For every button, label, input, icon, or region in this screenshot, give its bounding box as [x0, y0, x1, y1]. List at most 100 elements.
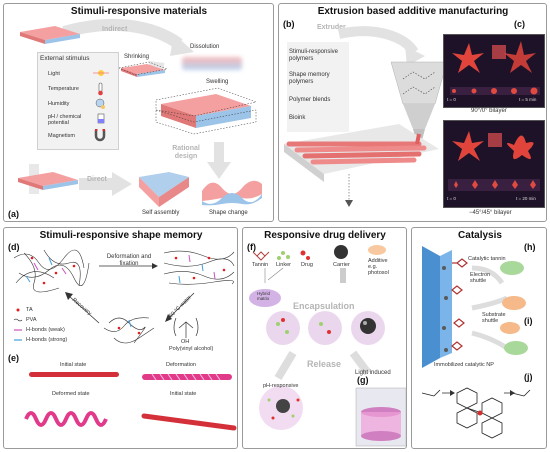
label-h: (h) — [524, 242, 536, 252]
material-shape-memory: Shape memory polymers — [289, 72, 330, 85]
label-c: (c) — [514, 19, 525, 29]
ph-icon — [97, 113, 105, 124]
legend-hbonds-strong: H-bonds (strong) — [26, 337, 68, 343]
extrusion-diagram — [284, 26, 448, 207]
shape-change-label: Shape change — [209, 210, 248, 216]
material-list-box — [287, 42, 349, 132]
material-polymer-blends: Polymer blends — [289, 97, 331, 103]
thermometer-icon — [98, 82, 103, 96]
shrinking-label: Shrinking — [124, 54, 150, 60]
substrate-shuttle-label: Substrate shuttle — [482, 312, 506, 325]
panel-title-drug-delivery: Responsive drug delivery — [264, 230, 386, 241]
panel-title-extrusion: Extrusion based additive manufacturing — [317, 6, 509, 17]
photo-bilayer-45-45: t = 0 t = 20 min — [443, 120, 545, 208]
release-label: Release — [307, 359, 342, 369]
ph-responsive-label: pH-responsive — [263, 383, 299, 389]
panel-title-shape-memory: Stimuli-responsive shape memory — [39, 230, 203, 241]
panel-extrusion: Extrusion based additive manufacturing (… — [278, 3, 547, 222]
panel-title-catalysis: Catalysis — [458, 230, 502, 241]
shape-change-shape — [202, 180, 262, 206]
deformed-state-label: Deformed state — [52, 391, 90, 397]
panel-drug-delivery: Responsive drug delivery (f) (g) — [242, 227, 407, 449]
direct-slab — [18, 172, 78, 190]
photo-bilayer-90-0: t = 0 t = 5 min — [443, 34, 545, 108]
panel-shape-memory: Stimuli-responsive shape memory (d) (e) — [3, 227, 238, 449]
strip-recovered — [141, 413, 237, 431]
indirect-label: Indirect — [102, 26, 128, 33]
external-stimulus-heading: External stimulus — [40, 55, 90, 62]
tannin-icon — [252, 251, 270, 261]
component-tannin: Tannin — [252, 262, 269, 268]
component-linker: Linker — [276, 262, 291, 268]
panel-catalysis: Catalysis (h) (i) (j) — [411, 227, 547, 449]
catalytic-tannin-label: Catalytic tannin — [468, 256, 506, 262]
component-carrier: Carrier — [333, 262, 350, 268]
label-e: (e) — [8, 353, 19, 363]
legend-hbonds-weak: H-bonds (weak) — [26, 327, 65, 333]
carrier-icon — [334, 245, 348, 259]
time-bottom-left: t = 0 — [447, 196, 456, 201]
stimulus-humidity: Humidity — [48, 101, 70, 107]
starfish-shape — [452, 41, 536, 73]
linker-icon — [277, 251, 290, 260]
bilayer-45-45-caption: −45°/45° bilayer — [469, 210, 512, 216]
light-induced-label: Light induced — [355, 370, 391, 376]
encapsulation-label: Encapsulation — [293, 301, 355, 311]
strip-deformation — [142, 373, 232, 381]
additive-icon — [368, 245, 386, 255]
self-assembly-shape — [139, 172, 189, 207]
material-stimuli-responsive: Stimuli-responsive polymers — [289, 49, 339, 62]
deformation-label: Deformation — [166, 362, 196, 368]
stimulus-icons — [93, 70, 109, 142]
time-top-left: t = 0 — [447, 97, 456, 102]
label-i: (i) — [524, 316, 533, 326]
drug-delivery-diagram — [249, 245, 407, 447]
stimulus-light: Light — [48, 71, 60, 77]
stimulus-ph: pH / chemical potential — [48, 114, 82, 127]
initial-state-label-2: Initial state — [170, 391, 197, 397]
humidity-icon — [95, 98, 105, 109]
bilayer-90-0-caption: 90°/0° bilayer — [471, 108, 507, 114]
polymer-name: Poly(vinyl alcohol) — [169, 346, 214, 352]
label-j: (j) — [524, 372, 533, 382]
drug-icon — [300, 250, 310, 260]
extruder-label: Extruder — [317, 24, 346, 31]
self-assembly-label: Self assembly — [142, 210, 180, 216]
label-a: (a) — [8, 209, 19, 219]
material-bioink: Bioink — [289, 115, 306, 121]
component-additive: Additive e.g. photosol — [368, 258, 389, 277]
strip-deformed-coil — [24, 411, 108, 427]
panel-stimuli-responsive-materials: Stimuli-responsive materials Indirect Di… — [3, 3, 274, 222]
magnet-icon — [94, 129, 106, 142]
rational-design-label: Rational design — [172, 145, 200, 160]
component-drug: Drug — [301, 262, 313, 268]
polymer-network-diagram — [13, 249, 235, 344]
external-stimulus-box — [37, 52, 119, 150]
hybrid-matrix-label: Hybrid matrix — [257, 291, 271, 301]
direct-label: Direct — [87, 176, 107, 183]
label-d: (d) — [8, 242, 20, 252]
swelling-label: Swelling — [206, 79, 229, 85]
stimulus-magnetism: Magnetism — [48, 133, 75, 139]
electron-shuttle-label: Electron shuttle — [470, 272, 491, 285]
strip-initial — [29, 372, 119, 377]
dissolution-blur — [182, 57, 242, 70]
swelling-slab — [155, 87, 257, 135]
initial-state-label-1: Initial state — [60, 362, 87, 368]
label-b: (b) — [283, 19, 295, 29]
label-f: (f) — [247, 242, 256, 252]
time-top-right: t = 5 min — [519, 97, 537, 102]
deformation-fixation-label: Deformation and fixation — [106, 254, 152, 267]
bilayer-slab — [20, 26, 80, 44]
shrinking-slab — [118, 61, 168, 77]
time-bottom-right: t = 20 min — [516, 196, 536, 201]
dissolution-label: Dissolution — [190, 44, 220, 50]
panel-title-stimuli: Stimuli-responsive materials — [70, 6, 208, 17]
legend-pva: PVA — [26, 317, 37, 323]
immobilized-np-label: Immobilized catalytic NP — [434, 362, 494, 368]
legend-ta: TA — [26, 307, 33, 313]
light-icon — [93, 70, 109, 76]
polymer-oh: OH — [181, 339, 190, 345]
catalysis-diagram — [421, 246, 531, 439]
stimulus-temperature: Temperature — [48, 86, 79, 92]
